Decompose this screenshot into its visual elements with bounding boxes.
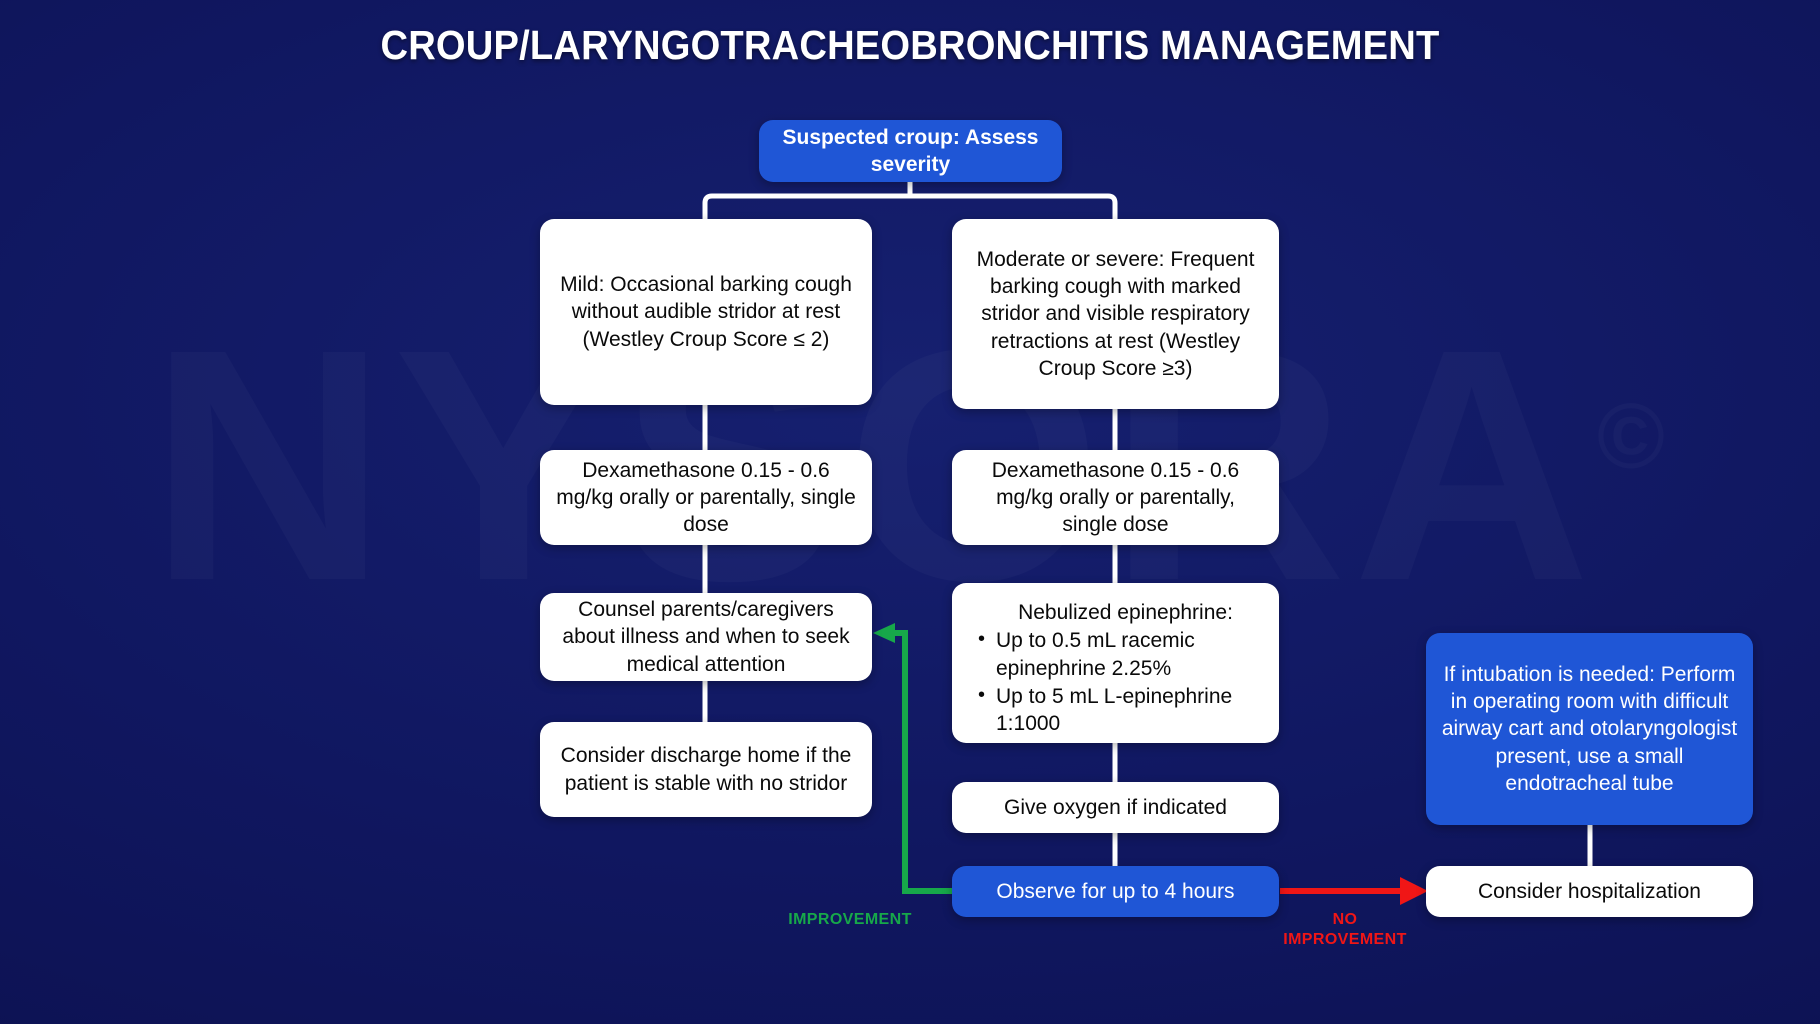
node-dexamethasone-moderate[interactable]: Dexamethasone 0.15 - 0.6 mg/kg orally or…	[952, 450, 1279, 545]
node-moderate-severe-assessment-label: Moderate or severe: Frequent barking cou…	[976, 247, 1255, 380]
node-intubation-plan[interactable]: If intubation is needed: Perform in oper…	[1426, 633, 1753, 825]
node-counsel-caregivers[interactable]: Counsel parents/caregivers about illness…	[540, 593, 872, 681]
node-nebulized-epinephrine[interactable]: Nebulized epinephrine: Up to 0.5 mL race…	[952, 583, 1279, 743]
nysora-watermark: NYSORA©	[40, 300, 1780, 630]
watermark-copyright-mark: ©	[1597, 384, 1671, 488]
node-consider-hospitalization[interactable]: Consider hospitalization	[1426, 866, 1753, 917]
node-consider-hospitalization-label: Consider hospitalization	[1478, 879, 1701, 903]
page-title: CROUP/LARYNGOTRACHEOBRONCHITIS MANAGEMEN…	[380, 22, 1440, 68]
node-mild-assessment-label: Mild: Occasional barking cough without a…	[560, 273, 852, 351]
watermark-text: NYSORA	[149, 280, 1597, 649]
node-dexamethasone-mild[interactable]: Dexamethasone 0.15 - 0.6 mg/kg orally or…	[540, 450, 872, 545]
node-give-oxygen[interactable]: Give oxygen if indicated	[952, 782, 1279, 833]
node-consider-discharge-label: Consider discharge home if the patient i…	[560, 744, 852, 795]
list-item: Up to 5 mL L-epinephrine 1:1000	[978, 682, 1265, 738]
node-moderate-severe-assessment[interactable]: Moderate or severe: Frequent barking cou…	[952, 219, 1279, 409]
node-suspected-croup[interactable]: Suspected croup: Assess severity	[759, 120, 1062, 182]
edge-label-no-improvement: NO IMPROVEMENT	[1283, 911, 1407, 948]
node-give-oxygen-label: Give oxygen if indicated	[1004, 795, 1227, 819]
node-mild-assessment[interactable]: Mild: Occasional barking cough without a…	[540, 219, 872, 405]
list-item: Up to 0.5 mL racemic epinephrine 2.25%	[978, 626, 1265, 682]
node-nebulized-epinephrine-list: Up to 0.5 mL racemic epinephrine 2.25% U…	[972, 626, 1265, 738]
node-dexamethasone-moderate-label: Dexamethasone 0.15 - 0.6 mg/kg orally or…	[991, 458, 1240, 537]
edge-label-improvement: IMPROVEMENT	[788, 911, 912, 928]
node-intubation-plan-label: If intubation is needed: Perform in oper…	[1441, 662, 1738, 795]
node-suspected-croup-label: Suspected croup: Assess severity	[782, 125, 1039, 176]
node-counsel-caregivers-label: Counsel parents/caregivers about illness…	[562, 598, 850, 676]
node-observe-4-hours[interactable]: Observe for up to 4 hours	[952, 866, 1279, 917]
node-consider-discharge[interactable]: Consider discharge home if the patient i…	[540, 722, 872, 817]
node-nebulized-epinephrine-lead: Nebulized epinephrine:	[1018, 601, 1233, 624]
node-dexamethasone-mild-label: Dexamethasone 0.15 - 0.6 mg/kg orally or…	[556, 458, 856, 537]
node-observe-4-hours-label: Observe for up to 4 hours	[996, 879, 1235, 903]
